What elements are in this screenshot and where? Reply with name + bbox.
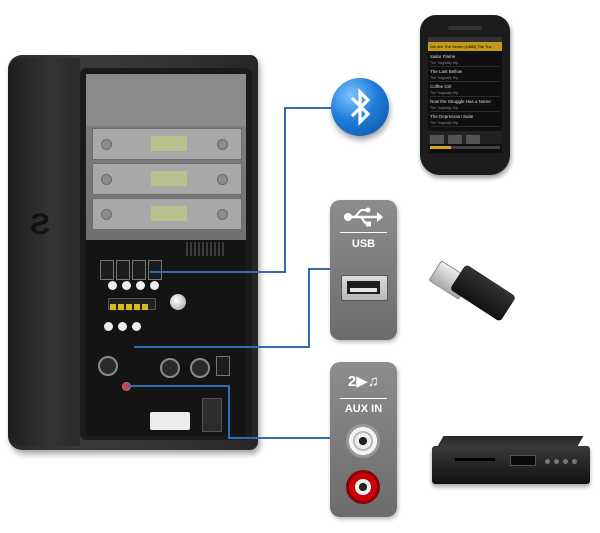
bluetooth-icon — [331, 78, 389, 136]
usb-connection-line — [308, 268, 332, 270]
receiver-knob — [217, 209, 228, 220]
playback-controls[interactable] — [428, 131, 502, 144]
playback-progress-bar[interactable] — [430, 146, 500, 149]
receiver-knob — [101, 209, 112, 220]
player-display — [510, 455, 536, 466]
channel-input-jack[interactable] — [100, 260, 114, 280]
player-button[interactable] — [554, 459, 559, 464]
aux-card-divider — [340, 398, 387, 399]
usb-port-label: USB — [351, 238, 376, 250]
power-socket[interactable] — [202, 398, 222, 432]
usb-connection-line — [134, 346, 310, 348]
wireless-receiver-2 — [92, 163, 242, 195]
aux-connection-line — [126, 385, 230, 387]
control-button[interactable] — [132, 322, 141, 331]
control-button[interactable] — [122, 281, 131, 290]
player-button[interactable] — [572, 459, 577, 464]
receiver-knob — [101, 174, 112, 185]
control-button[interactable] — [118, 322, 127, 331]
control-button[interactable] — [136, 281, 145, 290]
xlr-input-jack[interactable] — [160, 358, 180, 378]
xlr-input-jack[interactable] — [98, 356, 118, 376]
usb-icon — [343, 206, 383, 233]
master-volume-knob[interactable] — [170, 294, 186, 310]
receiver-knob — [101, 139, 112, 150]
player-button[interactable] — [563, 459, 568, 464]
playback-progress-fill — [430, 146, 451, 149]
now-playing-bar: We Are The Seven (UMB) The Tra... — [428, 42, 502, 51]
music-note-icon: 2▶♫ — [347, 373, 380, 390]
control-button[interactable] — [150, 281, 159, 290]
wireless-receiver-1 — [92, 128, 242, 160]
level-display — [108, 298, 156, 310]
player-button[interactable] — [545, 459, 550, 464]
bluetooth-connection-line — [150, 271, 286, 273]
rack-top-shelf — [86, 74, 246, 126]
bluetooth-connection-line — [284, 107, 286, 273]
wireless-receiver-3 — [92, 198, 242, 230]
brand-plate — [150, 412, 190, 430]
receiver-knob — [217, 174, 228, 185]
receiver-display — [151, 136, 187, 151]
channel-input-jack[interactable] — [132, 260, 146, 280]
phone-status-bar — [428, 37, 502, 42]
receiver-knob — [217, 139, 228, 150]
control-button[interactable] — [108, 281, 117, 290]
usb-port-card — [330, 200, 397, 340]
control-button[interactable] — [104, 322, 113, 331]
line-output-jack[interactable] — [216, 356, 230, 376]
phone-speaker-grille — [448, 26, 482, 30]
usb-connection-line — [308, 268, 310, 348]
speaker-side-panel — [8, 58, 80, 446]
play-icon[interactable] — [448, 135, 462, 144]
aux-in-label: AUX IN — [344, 403, 383, 415]
usb-card-divider — [340, 232, 387, 233]
receiver-display — [151, 206, 187, 221]
usb-port[interactable] — [341, 275, 388, 301]
rca-white-jack[interactable] — [346, 424, 380, 458]
vent-grille — [186, 242, 226, 256]
channel-input-jack[interactable] — [116, 260, 130, 280]
aux-connection-line — [228, 385, 230, 439]
xlr-input-jack[interactable] — [190, 358, 210, 378]
next-icon[interactable] — [466, 135, 480, 144]
receiver-display — [151, 171, 187, 186]
usb-dongle — [449, 264, 517, 322]
rca-red-jack[interactable] — [346, 470, 380, 504]
channel-input-jack[interactable] — [148, 260, 162, 280]
previous-icon[interactable] — [430, 135, 444, 144]
aux-connection-line — [228, 437, 332, 439]
disc-slot — [455, 458, 495, 461]
bluetooth-connection-line — [284, 107, 332, 109]
brand-logo-icon: Ƨ — [29, 208, 50, 241]
